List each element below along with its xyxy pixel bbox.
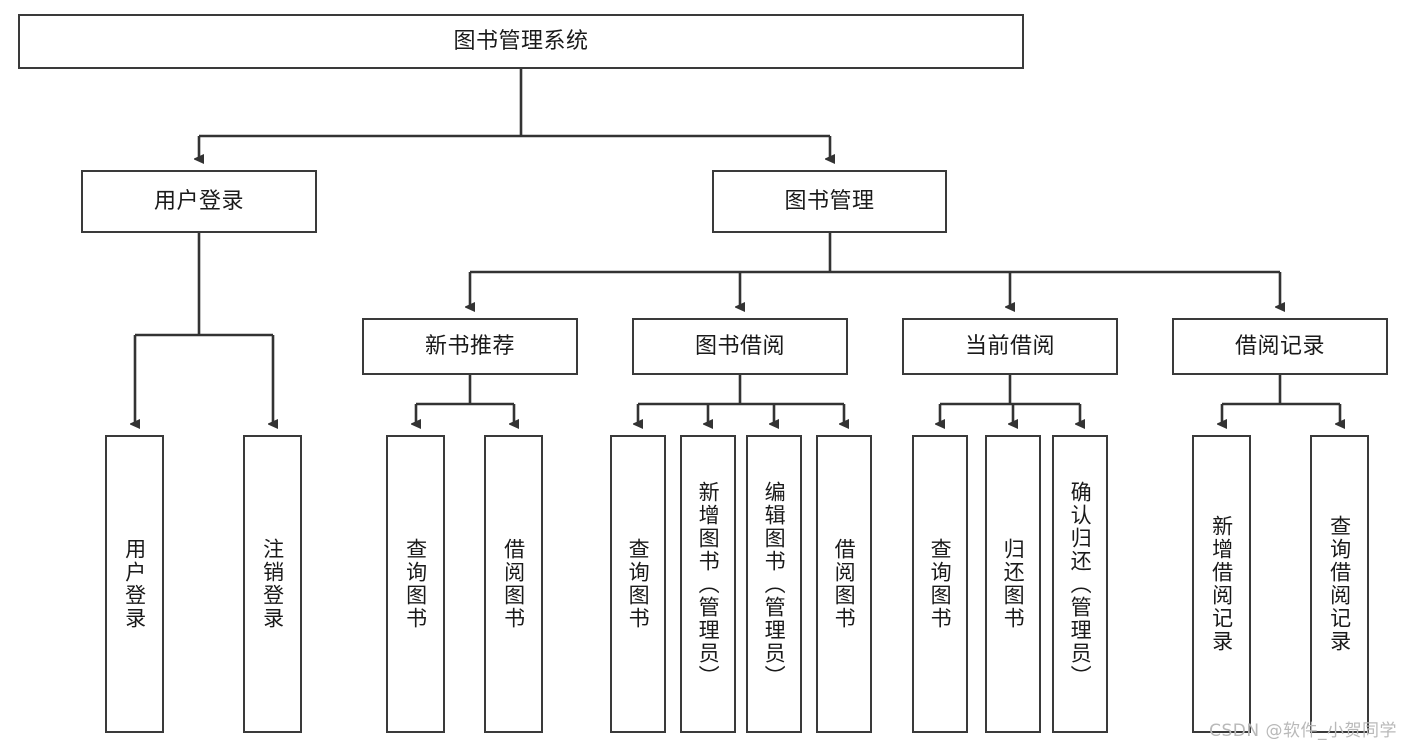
node-label: 查询图书 (403, 538, 428, 630)
node-label: 图书管理系统 (453, 28, 589, 54)
node-label: 新增借阅记录 (1209, 515, 1234, 653)
node-new_book_rec[interactable]: 新书推荐 (362, 318, 578, 375)
node-leaf_query_book_1[interactable]: 查询图书 (386, 435, 445, 733)
node-leaf_query_book_2[interactable]: 查询图书 (610, 435, 666, 733)
node-book_borrow[interactable]: 图书借阅 (632, 318, 848, 375)
node-leaf_edit_book[interactable]: 编辑图书（管理员） (746, 435, 802, 733)
node-label: 新书推荐 (424, 333, 515, 359)
node-label: 查询借阅记录 (1327, 515, 1352, 653)
node-root[interactable]: 图书管理系统 (18, 14, 1024, 69)
node-label: 借阅图书 (832, 538, 857, 630)
node-leaf_confirm_return[interactable]: 确认归还（管理员） (1052, 435, 1108, 733)
node-leaf_logout[interactable]: 注销登录 (243, 435, 302, 733)
node-label: 当前借阅 (964, 333, 1055, 359)
node-label: 注销登录 (260, 538, 285, 630)
node-label: 新增图书（管理员） (696, 480, 721, 688)
node-leaf_borrow_book_2[interactable]: 借阅图书 (816, 435, 872, 733)
node-label: 用户登录 (153, 188, 244, 214)
node-leaf_query_record[interactable]: 查询借阅记录 (1310, 435, 1369, 733)
node-borrow_record[interactable]: 借阅记录 (1172, 318, 1388, 375)
node-label: 图书借阅 (694, 333, 785, 359)
node-leaf_user_login[interactable]: 用户登录 (105, 435, 164, 733)
node-label: 借阅图书 (501, 538, 526, 630)
node-label: 编辑图书（管理员） (762, 480, 787, 688)
node-label: 确认归还（管理员） (1068, 480, 1093, 688)
node-book_manage[interactable]: 图书管理 (712, 170, 947, 233)
node-label: 归还图书 (1001, 538, 1026, 630)
node-label: 图书管理 (784, 188, 875, 214)
node-leaf_borrow_book_1[interactable]: 借阅图书 (484, 435, 543, 733)
node-label: 查询图书 (928, 538, 953, 630)
node-label: 查询图书 (626, 538, 651, 630)
node-leaf_add_record[interactable]: 新增借阅记录 (1192, 435, 1251, 733)
node-user_login[interactable]: 用户登录 (81, 170, 317, 233)
node-label: 用户登录 (122, 538, 147, 630)
node-leaf_query_book_3[interactable]: 查询图书 (912, 435, 968, 733)
node-leaf_add_book[interactable]: 新增图书（管理员） (680, 435, 736, 733)
node-current_borrow[interactable]: 当前借阅 (902, 318, 1118, 375)
watermark-label: CSDN @软件_小贺同学 (1209, 721, 1397, 741)
node-leaf_return_book[interactable]: 归还图书 (985, 435, 1041, 733)
node-label: 借阅记录 (1234, 333, 1325, 359)
